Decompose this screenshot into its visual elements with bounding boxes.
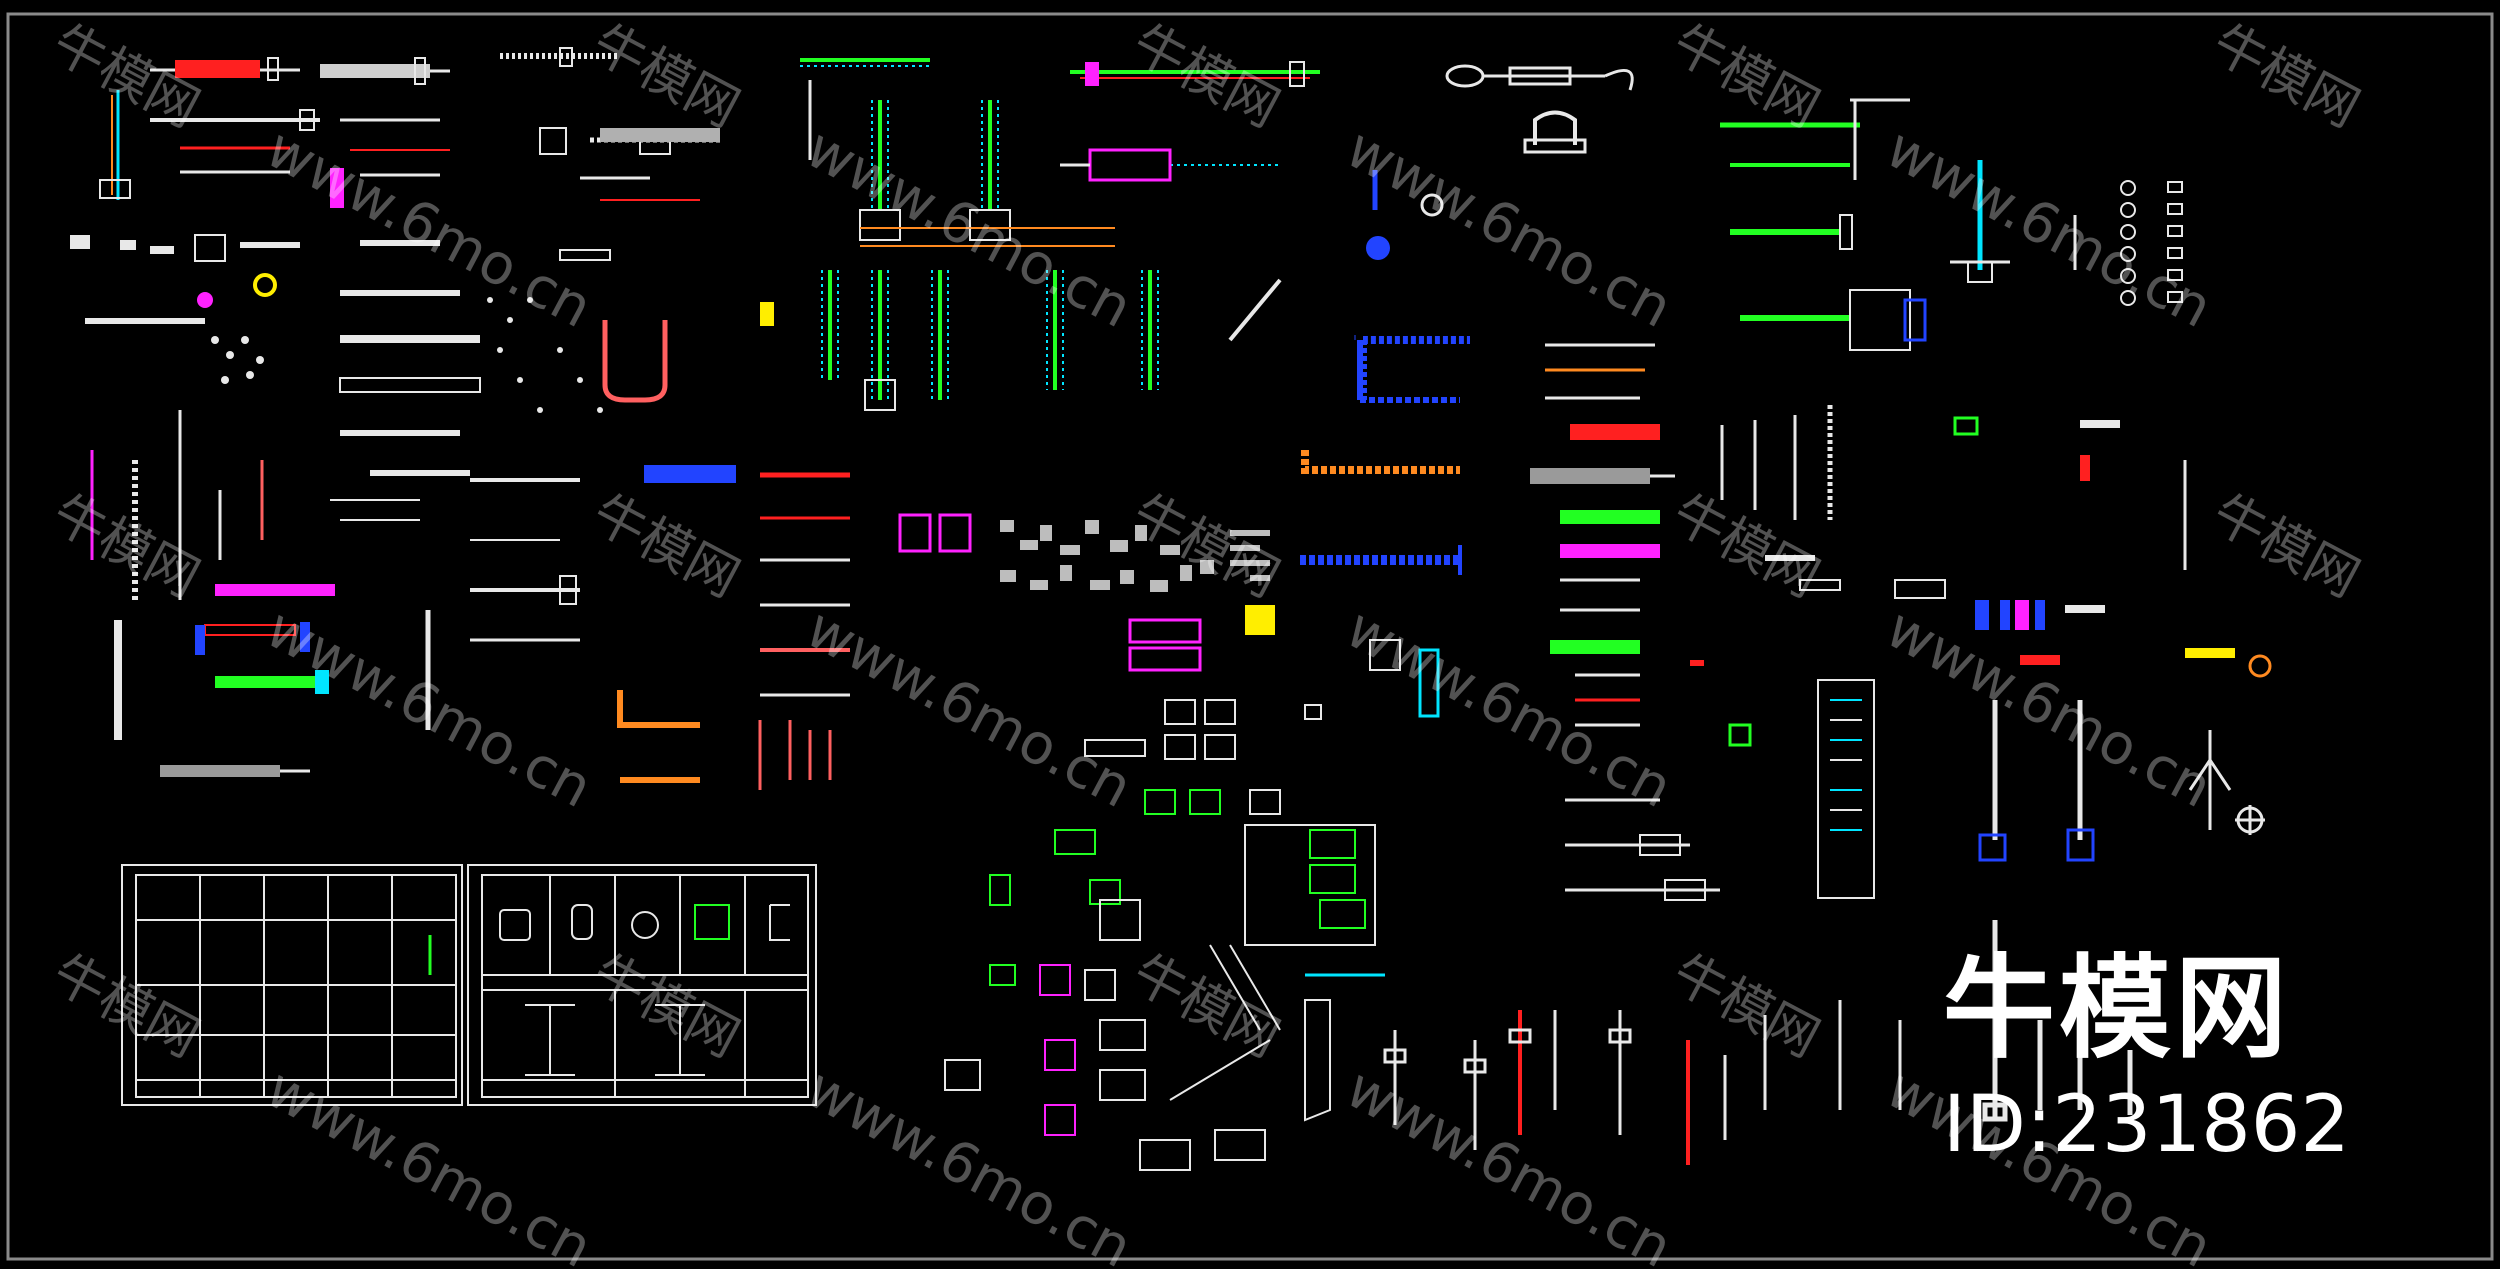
screw-field [211, 297, 603, 413]
mid-anchor-stack [330, 465, 850, 697]
square-washer [539, 127, 567, 155]
top-threaded-rod [1070, 61, 1320, 87]
brand-logo-name: 牛模网 [1942, 944, 2291, 1075]
rebar-pieces [1228, 170, 1470, 575]
right-top-anchors [1720, 98, 2077, 351]
brand-logo: 牛模网 ID:231862 [1943, 953, 2350, 1169]
blue-plate-2 [2066, 828, 2095, 862]
legend-panel [1817, 679, 1875, 899]
spec-table-right [428, 864, 817, 1106]
magenta-part [330, 168, 344, 208]
wire-rope-clip [1533, 110, 1577, 145]
i-beam-2 [655, 1004, 705, 1076]
center-small-parts [1000, 520, 1270, 592]
green-chemical-anchors [760, 58, 1280, 411]
u-bolt [602, 320, 668, 403]
gray-sleeve-anchor [320, 57, 450, 85]
green-gray-anchor [160, 765, 280, 777]
small-parts-scatter [70, 234, 611, 476]
bottom-vertical-anchors [1383, 1000, 1902, 1165]
magenta-sleeve [215, 584, 335, 596]
vertical-bolt-column [90, 410, 431, 740]
blue-plate-1 [1978, 833, 2007, 862]
right-center-anchor-column [1530, 343, 1720, 901]
spec-table-left [121, 864, 463, 1106]
vertical-red-bolts [758, 720, 832, 790]
brand-logo-id: ID:231862 [1942, 1080, 2350, 1171]
outer-frame [6, 12, 2494, 1261]
gray-wedge-anchor [600, 128, 720, 142]
turnbuckle [1445, 64, 1634, 154]
orange-l-bar-1 [617, 690, 700, 728]
right-small-icons-column [2120, 180, 2183, 306]
center-bracket-cluster [944, 639, 1440, 1171]
cyan-sleeve [215, 676, 325, 688]
tall-anchor-right [1982, 920, 2133, 1122]
i-beam-1 [525, 1004, 575, 1076]
tall-cyan-bolt [99, 90, 131, 200]
red-anchor-bolt [150, 57, 300, 81]
right-vertical-bolts [1720, 405, 2187, 840]
yellow-tag [1245, 605, 1275, 635]
left-fastener-cluster [70, 47, 850, 790]
right-mid-colored-parts [1690, 416, 2272, 747]
magenta-channel-plates [898, 513, 1202, 672]
threaded-rod-top [500, 47, 620, 67]
tripod-anchor [2188, 730, 2265, 835]
